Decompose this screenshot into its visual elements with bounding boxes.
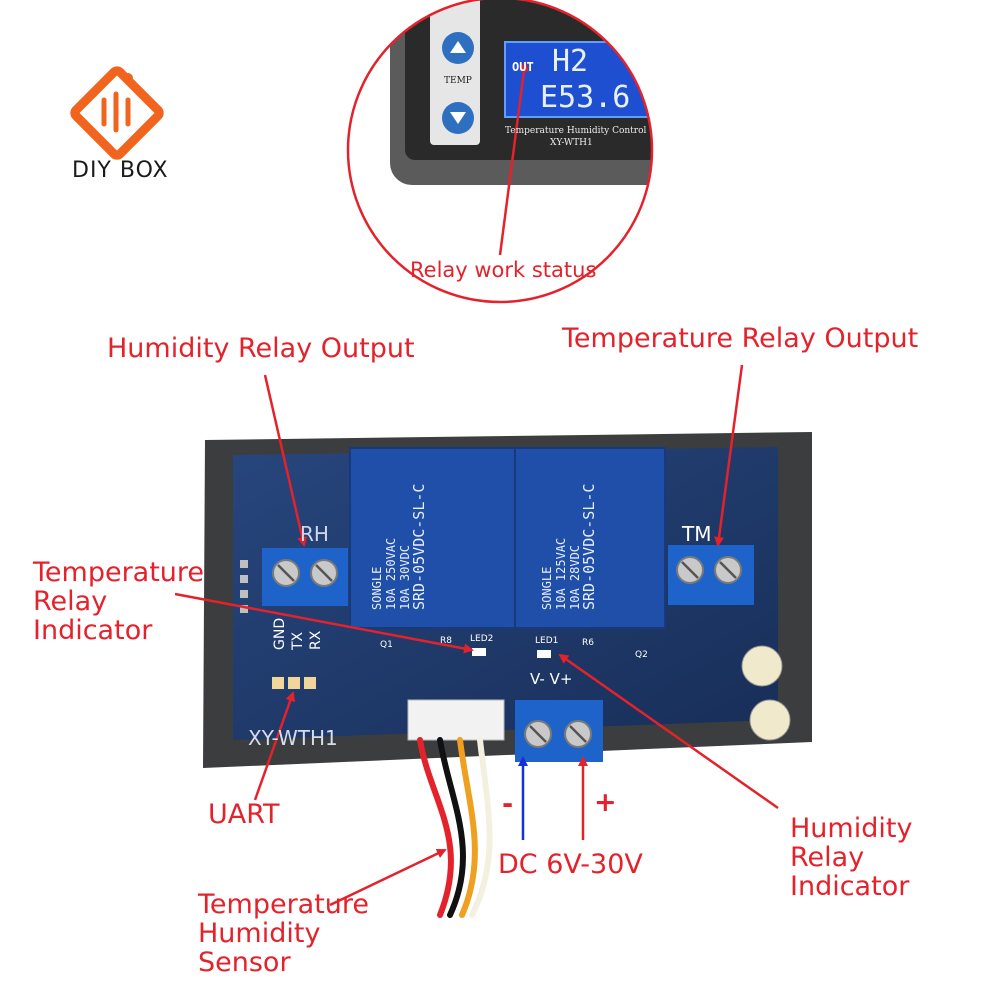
humidity-relay-indicator-label: Humidity Relay Indicator — [790, 813, 913, 902]
inset-display-label: OUT — [512, 60, 534, 74]
uart-pads — [272, 677, 316, 689]
arrow-humidity-indicator — [558, 653, 779, 810]
capacitor-top — [741, 645, 783, 687]
led2 — [472, 648, 486, 656]
board-led2-label: LED2 — [470, 634, 494, 644]
capacitor-bottom — [749, 699, 791, 741]
board-q2-label: Q2 — [635, 650, 648, 660]
board-tm-label: TM — [682, 522, 712, 546]
temperature-relay-indicator-label: Temperature Relay Indicator — [33, 557, 205, 646]
temperature-relay-output-label: Temperature Relay Output — [562, 323, 919, 354]
relay-work-status-caption: Relay work status — [410, 258, 597, 282]
board-power-pins-label: V- V+ — [530, 670, 573, 688]
arrow-temperature-indicator — [174, 592, 474, 654]
arrow-sensor — [329, 848, 447, 907]
board-rh-label: RH — [300, 522, 329, 546]
humidity-relay-output-label: Humidity Relay Output — [107, 333, 415, 364]
inset-button-label: TEMP — [444, 76, 472, 86]
sensor-label: Temperature Humidity Sensor — [198, 889, 370, 978]
power-label: DC 6V-30V — [498, 849, 643, 880]
led1 — [537, 650, 551, 658]
sensor-wires — [417, 737, 493, 918]
inset-display-line1: H2 — [552, 44, 589, 79]
minus-label: - — [502, 789, 514, 820]
power-terminal-block — [515, 700, 603, 762]
plus-label: + — [594, 787, 617, 818]
arrow-relay-status — [498, 61, 529, 256]
callout-arrows — [174, 61, 779, 907]
board-model-label: XY-WTH1 — [248, 726, 338, 750]
relay-left-marking: SONGLE 10A 250VAC 10A 30VDC SRD-05VDC-SL… — [370, 483, 428, 610]
sensor-connector — [407, 699, 505, 741]
board-r6-label: R6 — [582, 638, 594, 648]
board-q1-label: Q1 — [380, 640, 393, 650]
board-led1-label: LED1 — [535, 636, 559, 646]
relay-right-marking: SONGLE 10A 125VAC 10A 28VDC SRD-05VDC-SL… — [540, 483, 598, 610]
board-uart-pins: GND TX RX — [272, 617, 324, 650]
relay-temperature — [514, 447, 666, 629]
inset-model-caption-2: XY-WTH1 — [550, 138, 593, 148]
rh-terminal-block — [262, 548, 348, 606]
brand-name: DIY BOX — [72, 158, 169, 183]
uart-label: UART — [208, 799, 280, 830]
inset-display-line2: E53.6 — [540, 80, 631, 115]
board-enclosure — [203, 432, 812, 918]
arrow-humidity-output — [263, 374, 308, 547]
diy-box-logo-icon — [70, 66, 164, 160]
inset-model-caption-1: Temperature Humidity Control — [505, 126, 647, 136]
arrow-temperature-output — [714, 364, 744, 547]
arrow-uart — [253, 691, 296, 801]
board-r8-label: R8 — [440, 636, 452, 646]
relay-humidity — [349, 447, 516, 629]
tm-terminal-block — [668, 545, 754, 605]
